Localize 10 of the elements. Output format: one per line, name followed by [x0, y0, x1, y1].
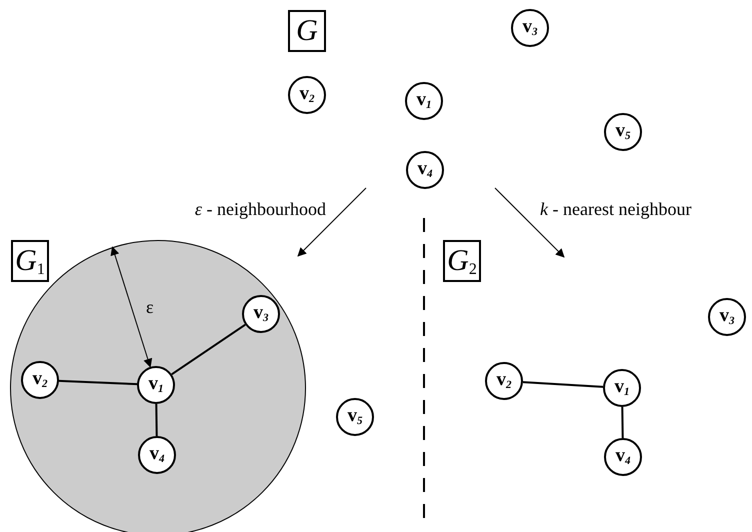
double-arrow [110, 246, 152, 368]
graph-edge [171, 324, 246, 376]
graph-label-box: G [288, 10, 326, 52]
graph-edge [155, 404, 158, 436]
graph-edge [621, 406, 624, 438]
graph-edge [522, 381, 604, 388]
method-label: k - nearest neighbour [540, 198, 692, 221]
graph-label-box: G$_{2}$ [443, 240, 481, 282]
graph-edge [58, 380, 138, 386]
method-label: ε - neighbourhood [194, 198, 326, 221]
